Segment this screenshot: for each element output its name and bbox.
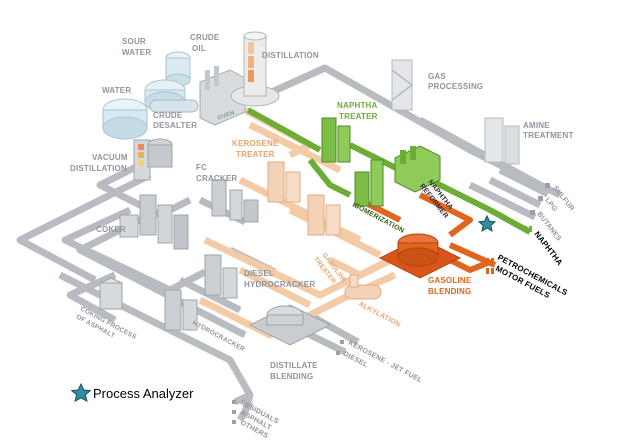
legend: Process Analyzer xyxy=(70,382,194,403)
vacuum-distillation-column xyxy=(133,138,173,181)
label-oven: OVEN xyxy=(217,110,236,122)
pipe-coking xyxy=(66,271,117,324)
label-water-1: WATER xyxy=(122,48,151,57)
pipe-reformer xyxy=(348,142,402,173)
label-processing: PROCESSING xyxy=(428,82,483,91)
label-crude-desalter-2: DESALTER xyxy=(153,121,197,130)
label-blending-1: BLENDING xyxy=(270,372,313,381)
label-oil: OIL xyxy=(192,44,206,53)
distillation-column xyxy=(230,31,280,107)
naphtha-treater-unit xyxy=(321,117,351,163)
distillate-blending-unit xyxy=(248,304,332,346)
pipe-butanes xyxy=(468,181,537,221)
label-coker: COKER xyxy=(96,225,126,234)
label-gas: GAS xyxy=(428,72,446,81)
gasoline-blending-unit xyxy=(378,233,462,279)
label-treater-1: TREATER xyxy=(236,150,275,159)
label-crude-desalter-1: CRUDE xyxy=(153,111,183,120)
label-naphtha: NAPHTHA xyxy=(337,101,378,110)
label-kerosene: KEROSENE xyxy=(232,139,279,148)
outputs-distillate: KEROSENE - JET FUEL DIESEL xyxy=(336,340,424,385)
label-distillate: DISTILLATE xyxy=(270,361,318,370)
hydrocracker-unit xyxy=(164,289,198,331)
isomerization-unit xyxy=(354,159,384,207)
label-blending-2: BLENDING xyxy=(428,287,471,296)
pipe-amine xyxy=(418,116,542,189)
outputs-residuals: RESIDUALS ASPHALT OTHERS xyxy=(232,400,280,440)
pipe-naphtha-out xyxy=(418,172,532,235)
label-hydrocracker-1: HYDROCRACKER xyxy=(244,280,315,289)
label-water: WATER xyxy=(102,86,131,95)
coking-asphalt-unit xyxy=(99,277,123,310)
label-gasoline: GASOLINE xyxy=(428,276,472,285)
label-fc: FC xyxy=(196,163,207,172)
label-distillation: DISTILLATION xyxy=(262,51,319,60)
equipment-green xyxy=(321,117,441,207)
star-icon xyxy=(70,382,92,403)
equipment-light-orange xyxy=(267,161,382,300)
water-tank xyxy=(102,98,148,140)
fc-cracker-unit xyxy=(211,179,259,223)
label-vacuum: VACUUM xyxy=(92,153,128,162)
pipe-sulfur xyxy=(498,166,550,198)
label-alkylation: ALKYLATION xyxy=(357,301,401,329)
label-treatment: TREATMENT xyxy=(523,131,574,140)
legend-label: Process Analyzer xyxy=(93,386,194,401)
oven xyxy=(199,66,246,126)
gas-processing-unit xyxy=(391,59,414,111)
pipe-reformer-blend xyxy=(418,192,473,238)
green-pipes xyxy=(246,107,532,235)
label-sour: SOUR xyxy=(122,37,146,46)
pipe-lower-kero xyxy=(238,266,312,309)
crude-desalter xyxy=(149,99,199,113)
output-lpg: LPG xyxy=(543,197,558,213)
naphtha-reformer-unit xyxy=(394,145,441,193)
label-vacuum-distillation: DISTILLATION xyxy=(70,164,127,173)
pipe-vacuum-coker xyxy=(96,156,192,219)
amine-treatment-unit xyxy=(484,117,520,165)
label-treater-3: TREATER xyxy=(339,112,378,121)
alkylation-unit xyxy=(344,274,382,300)
coker-unit xyxy=(119,194,189,250)
label-cracker: CRACKER xyxy=(196,174,237,183)
pipe-isomerization xyxy=(307,158,352,198)
label-diesel: DIESEL xyxy=(244,269,274,278)
diesel-hydrocracker-unit xyxy=(204,254,238,299)
gasoline-treater-unit xyxy=(307,194,341,236)
equipment-gray xyxy=(99,31,520,346)
label-crude: CRUDE xyxy=(190,33,220,42)
pipe-lpg xyxy=(488,176,542,209)
pipe-naphtha-treater xyxy=(246,107,322,153)
process-analyzer-marker xyxy=(477,214,497,233)
pipe-others xyxy=(236,400,254,422)
label-amine: AMINE xyxy=(523,121,550,130)
kerosene-treater-unit xyxy=(267,161,301,203)
pipe-vacuum-left xyxy=(16,171,152,284)
